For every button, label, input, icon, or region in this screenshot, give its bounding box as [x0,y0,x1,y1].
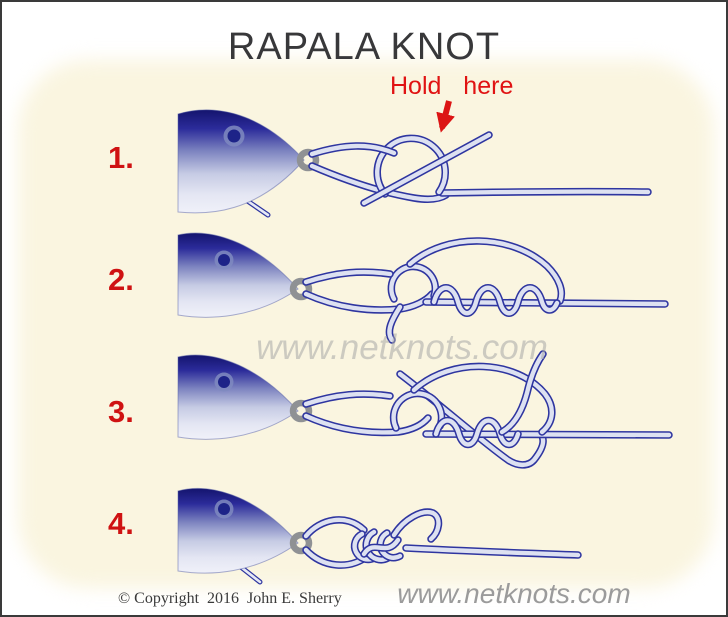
copyright-notice: © Copyright 2016 John E. Sherry [118,590,342,607]
step-1-illustration [177,109,652,218]
fishing-lure [177,109,305,214]
step-2-illustration [177,232,669,344]
fishing-lure [177,232,299,318]
step-3-illustration [177,350,673,469]
step-number-1: 1. [108,140,134,175]
hold-here-label: Hold here [390,72,514,100]
step-number-4: 4. [108,506,134,541]
lure-eyelet-icon [289,399,313,423]
step-number-2: 2. [108,262,134,297]
step-4-illustration [177,488,582,585]
lure-eyelet-icon [289,277,313,301]
watermark-text: www.netknots.com [256,328,548,367]
fishing-lure [177,488,299,574]
step-number-3: 3. [108,394,134,429]
page-title: RAPALA KNOT [227,26,501,68]
lure-eyelet-icon [296,148,320,172]
fishing-lure [177,354,299,440]
hold-here-arrow-icon [436,100,455,133]
lure-eyelet-icon [289,531,313,555]
website-url: www.netknots.com [397,578,631,609]
